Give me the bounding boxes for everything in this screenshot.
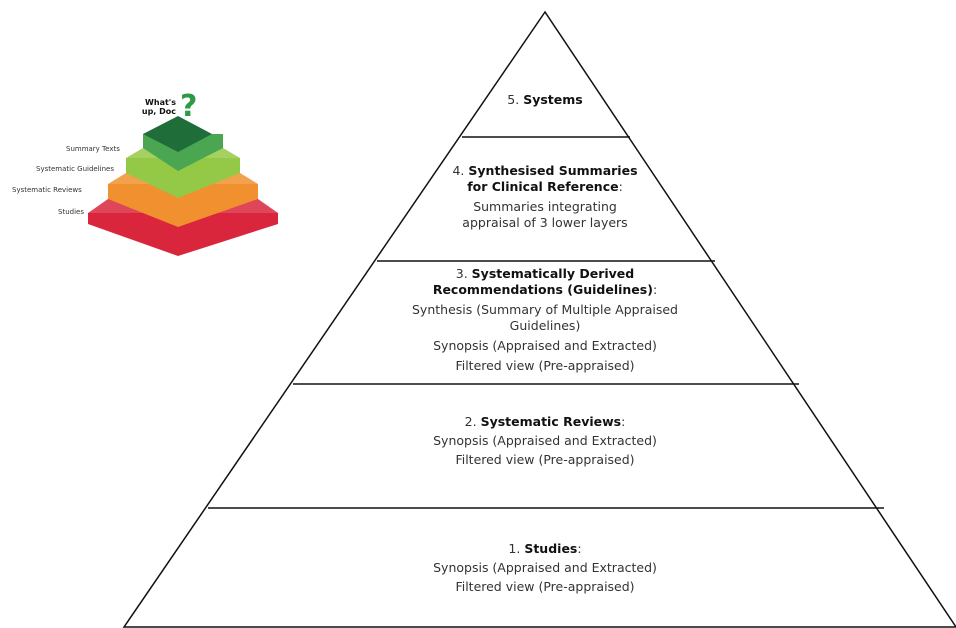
layer-detail: Synopsis (Appraised and Extracted) — [433, 338, 657, 353]
layer-4-label: 4. Synthesised Summaries for Clinical Re… — [395, 163, 695, 231]
layer-number: 3. — [455, 266, 468, 281]
layer-title-suffix: : — [652, 282, 658, 297]
layer-title-line-1: Synthesised Summaries — [468, 163, 638, 178]
layer-title-line-2: Recommendations (Guidelines) — [432, 282, 653, 297]
thumb-question-line-1: What's — [145, 98, 176, 107]
thumbnail-pyramid-image: ? What's up, Doc Summary Texts Systemati… — [8, 70, 280, 266]
layer-title-line-1: Systematically Derived — [471, 266, 635, 281]
layer-2-label: 2. Systematic Reviews: Synopsis (Apprais… — [395, 414, 695, 468]
layer-detail: Synthesis (Summary of Multiple Appraised — [412, 302, 678, 317]
layer-number: 1. — [508, 541, 521, 556]
layer-number: 5. — [507, 92, 520, 107]
thumb-layer-base — [88, 213, 278, 256]
thumb-layer-4 — [108, 184, 258, 227]
layer-title-suffix: : — [621, 414, 626, 429]
thumb-layer-top — [143, 116, 212, 152]
layer-3-label: 3. Systematically Derived Recommendation… — [360, 266, 730, 374]
layer-title-suffix: : — [577, 541, 582, 556]
layer-detail: Filtered view (Pre-appraised) — [455, 452, 635, 467]
layer-detail: Summaries integrating — [473, 199, 617, 214]
layer-title-suffix: : — [618, 179, 623, 194]
layer-5-label: 5. Systems — [445, 92, 645, 108]
layer-1-label: 1. Studies: Synopsis (Appraised and Extr… — [395, 541, 695, 595]
thumb-label-systematic-reviews: Systematic Reviews — [12, 186, 82, 194]
layer-detail: Synopsis (Appraised and Extracted) — [433, 560, 657, 575]
thumb-label-summary-texts: Summary Texts — [66, 145, 120, 153]
layer-detail: Filtered view (Pre-appraised) — [455, 358, 635, 373]
layer-detail: Guidelines) — [509, 318, 581, 333]
question-mark-icon: ? — [180, 89, 197, 124]
thumb-label-studies: Studies — [58, 208, 84, 216]
layer-detail: Filtered view (Pre-appraised) — [455, 579, 635, 594]
layer-title: Systematic Reviews — [480, 414, 622, 429]
layer-title: Studies — [524, 541, 578, 556]
layer-number: 2. — [464, 414, 477, 429]
layer-title: Systems — [523, 92, 583, 107]
thumb-question-line-2: up, Doc — [141, 107, 176, 116]
layer-detail: appraisal of 3 lower layers — [462, 215, 628, 230]
layer-number: 4. — [452, 163, 465, 178]
pyramid-outline — [122, 10, 956, 628]
layer-title-line-2: for Clinical Reference — [467, 179, 619, 194]
thumb-label-systematic-guidelines: Systematic Guidelines — [36, 165, 114, 173]
thumbnail-pyramid-graphic: ? — [88, 89, 278, 256]
layer-detail: Synopsis (Appraised and Extracted) — [433, 433, 657, 448]
thumb-question-text: What's up, Doc — [108, 98, 176, 116]
